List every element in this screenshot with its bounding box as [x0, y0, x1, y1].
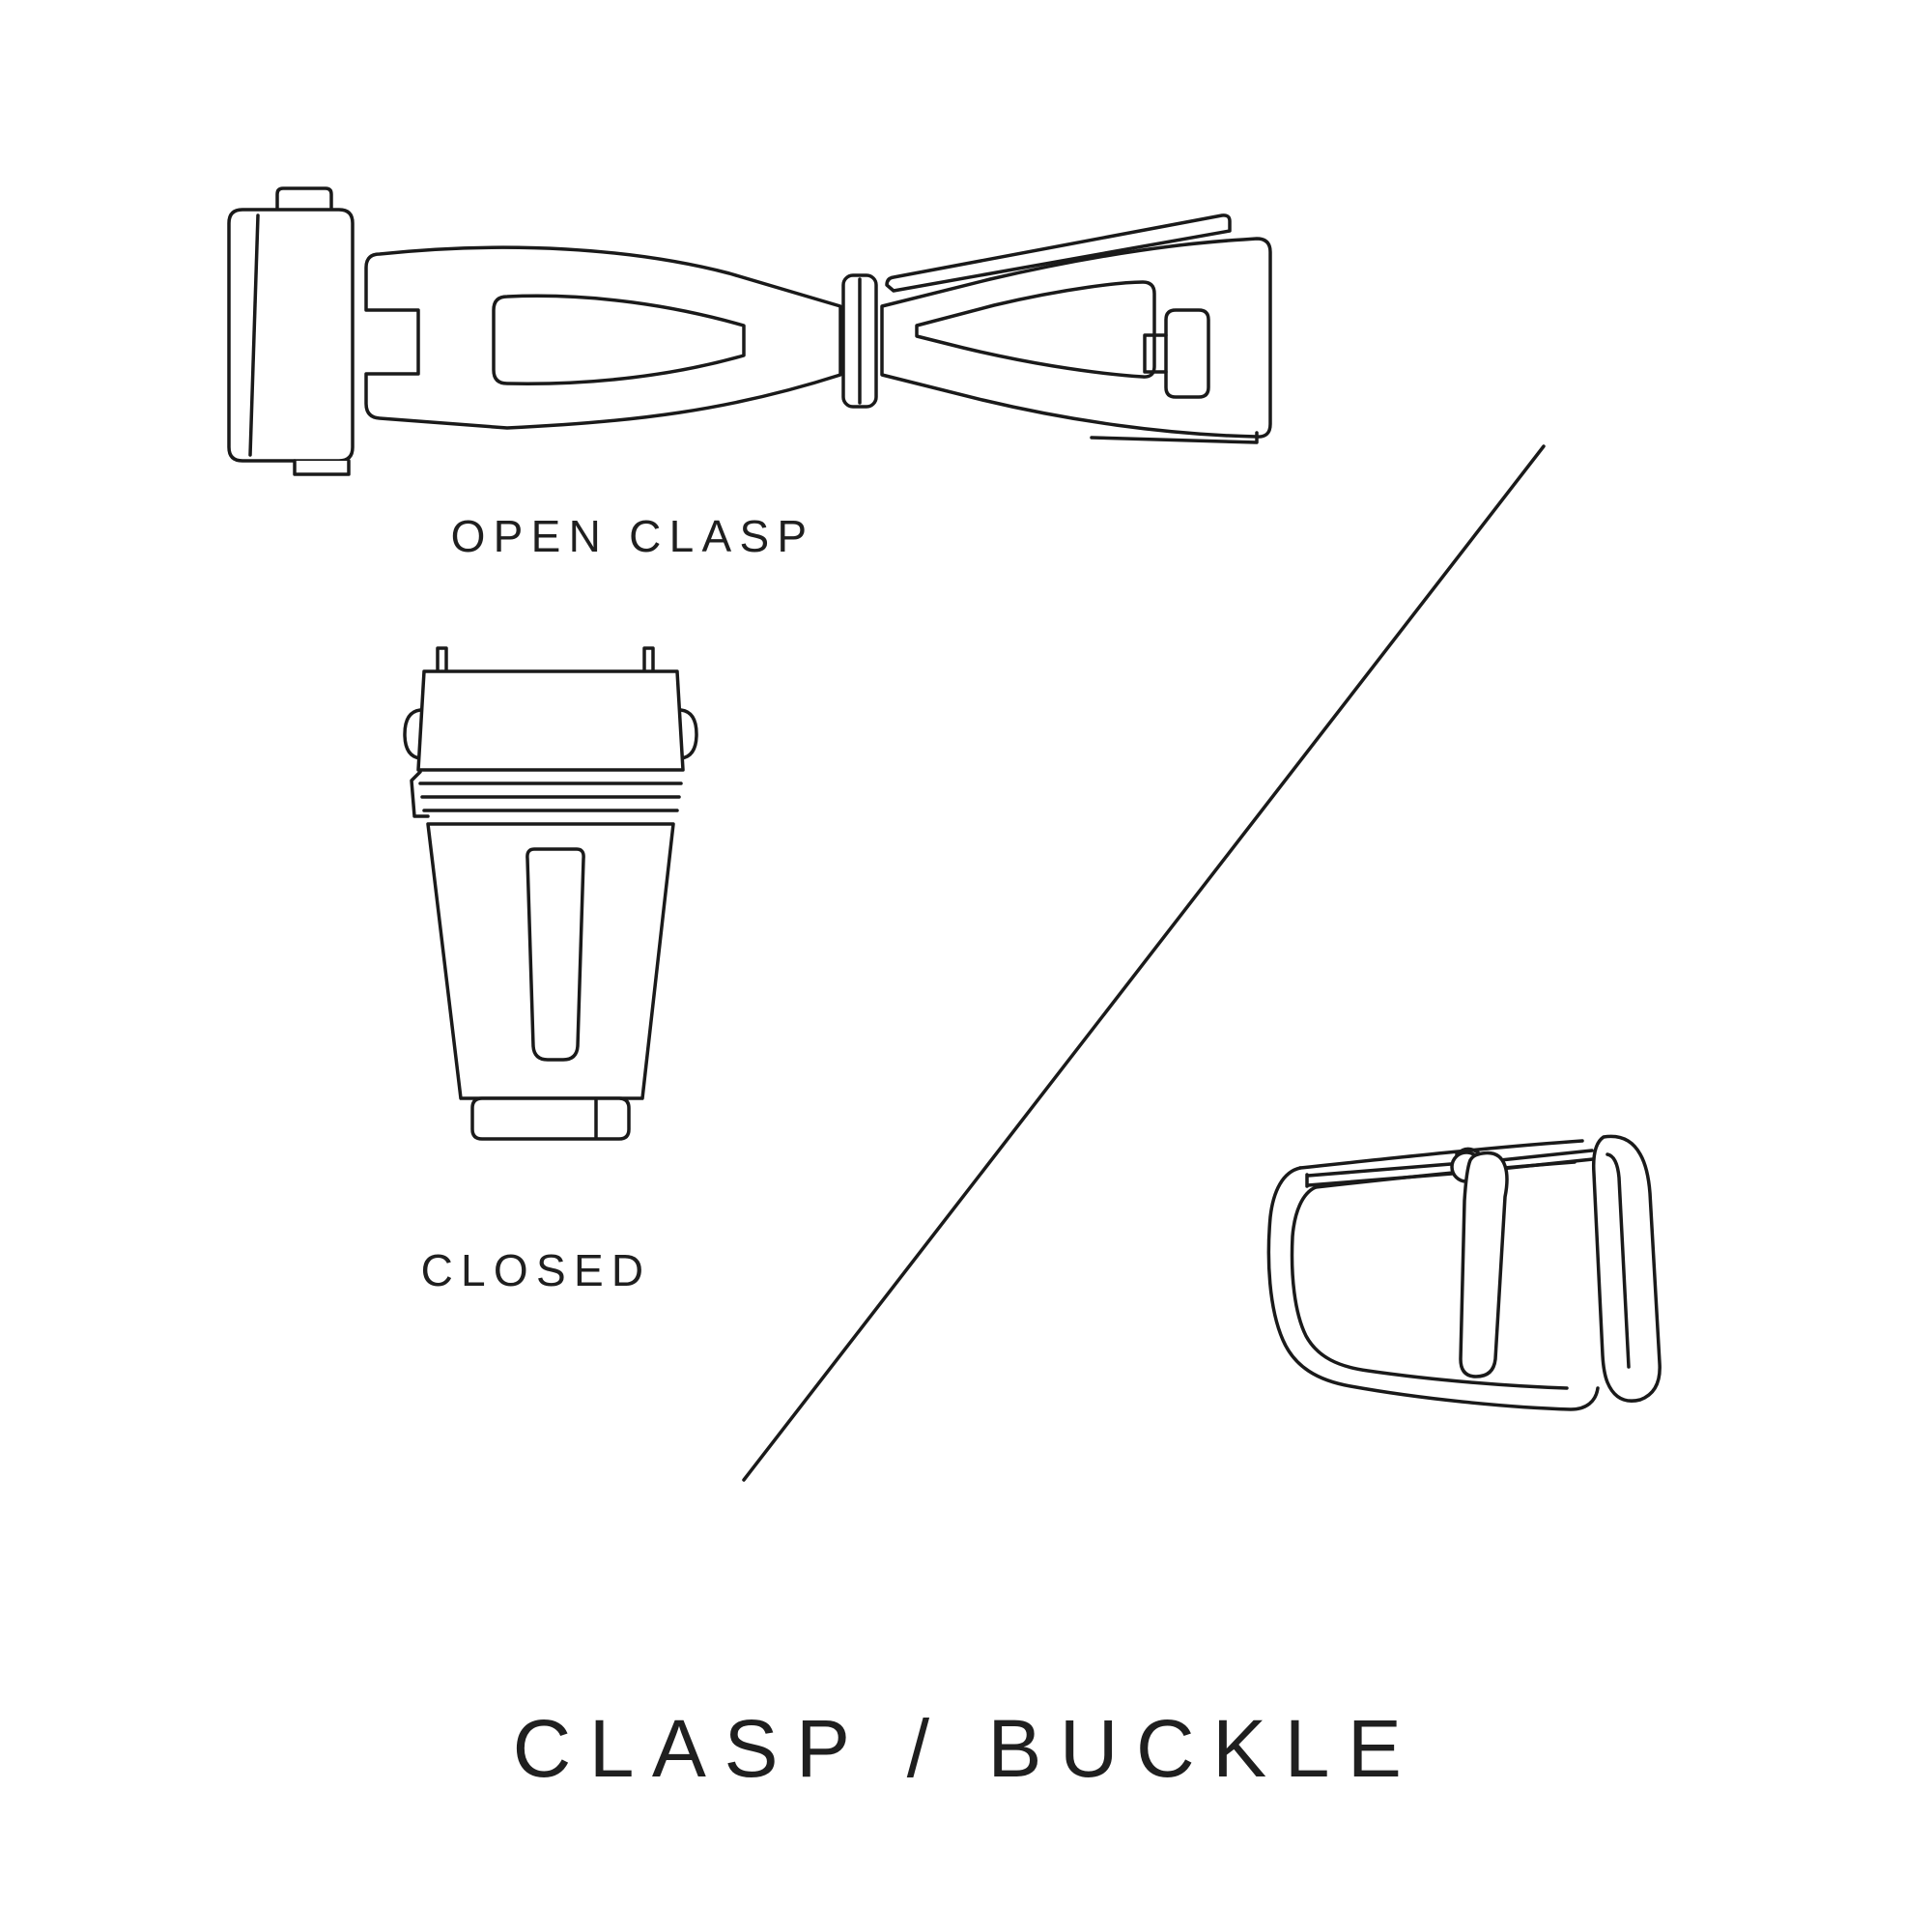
page-title: CLASP / BUCKLE: [512, 1703, 1420, 1794]
open-clasp-label: OPEN CLASP: [450, 511, 815, 561]
open-clasp-illustration: [217, 179, 1299, 497]
pin-buckle-illustration: [1227, 1077, 1671, 1463]
closed-clasp-illustration: [391, 642, 710, 1222]
closed-label: CLOSED: [420, 1245, 652, 1295]
